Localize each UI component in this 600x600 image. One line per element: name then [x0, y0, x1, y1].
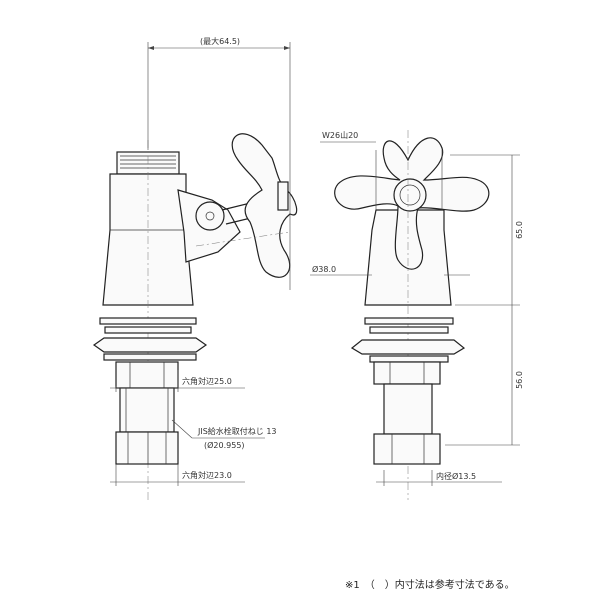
- reference-note: ※1 （ ）内寸法は参考寸法である。: [345, 578, 515, 591]
- washer-front-4: [369, 355, 449, 363]
- dim-hex-bottom: 六角対辺23.0: [182, 470, 232, 480]
- washer-3: [92, 337, 208, 353]
- dim-thread-dia: (Ø20.955): [204, 440, 245, 450]
- washer-front-3: [350, 339, 466, 355]
- dim-thread: JIS給水栓取付ねじ 13: [197, 426, 277, 436]
- threaded-shank: [119, 387, 175, 433]
- side-view: [92, 42, 298, 500]
- hex-nut-front-bottom: [373, 433, 441, 465]
- gland-nut: [195, 201, 225, 231]
- dim-handle: W26山20: [322, 130, 358, 140]
- washer-front-1: [364, 317, 454, 325]
- shank-front: [383, 383, 433, 435]
- handle-side: [231, 133, 298, 278]
- washer-1: [99, 317, 197, 325]
- dim-hex-top: 六角対辺25.0: [182, 376, 232, 386]
- washer-2: [104, 326, 192, 334]
- hex-nut-bottom: [115, 431, 179, 465]
- dim-height-upper: 65.0: [515, 221, 524, 239]
- hex-nut-front-top: [373, 361, 441, 385]
- hex-nut-top: [115, 361, 179, 389]
- dim-inner-dia: 内径Ø13.5: [436, 471, 476, 481]
- dim-max-width: (最大64.5): [200, 36, 240, 46]
- dim-body-dia: Ø38.0: [312, 264, 336, 274]
- front-view: [310, 130, 520, 500]
- dim-height-lower: 56.0: [515, 371, 524, 389]
- washer-front-2: [369, 326, 449, 334]
- washer-4: [103, 353, 197, 361]
- handle-screw: [277, 181, 289, 211]
- handle-hub: [393, 178, 427, 212]
